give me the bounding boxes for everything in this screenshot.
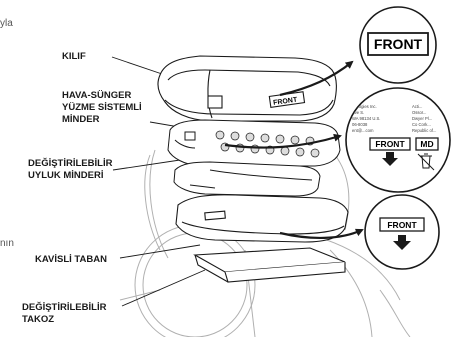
- wedge: [195, 248, 345, 282]
- callout-front-base: FRONT: [365, 195, 439, 269]
- thigh-cushion: [174, 162, 320, 196]
- svg-text:06-8038: 06-8038: [352, 122, 368, 127]
- callout-label-tag: ...alogies Inc. Ave S. WA 98134 U.S. 06-…: [346, 88, 450, 192]
- svg-text:Republic of...: Republic of...: [412, 128, 436, 133]
- svg-text:WA 98134 U.S.: WA 98134 U.S.: [352, 116, 380, 121]
- curved-base: [176, 195, 348, 242]
- callout-front-label-3: FRONT: [387, 220, 417, 230]
- svg-text:Co Cork...: Co Cork...: [412, 122, 431, 127]
- leader-cover: [112, 57, 165, 75]
- md-badge: MD: [420, 139, 433, 149]
- callout-front-label-2: FRONT: [375, 139, 405, 149]
- svg-text:...alogies Inc.: ...alogies Inc.: [352, 104, 377, 109]
- svg-text:Acti...: Acti...: [412, 104, 422, 109]
- callout-front-label-1: FRONT: [374, 36, 423, 52]
- svg-text:ent@...com: ent@...com: [352, 128, 374, 133]
- svg-text:Ossor...: Ossor...: [412, 110, 426, 115]
- svg-text:Dwyer Pl...: Dwyer Pl...: [412, 116, 432, 121]
- leader-wedge: [122, 270, 205, 306]
- callout-front-cover: FRONT: [360, 7, 436, 83]
- cover-cushion: [158, 56, 336, 121]
